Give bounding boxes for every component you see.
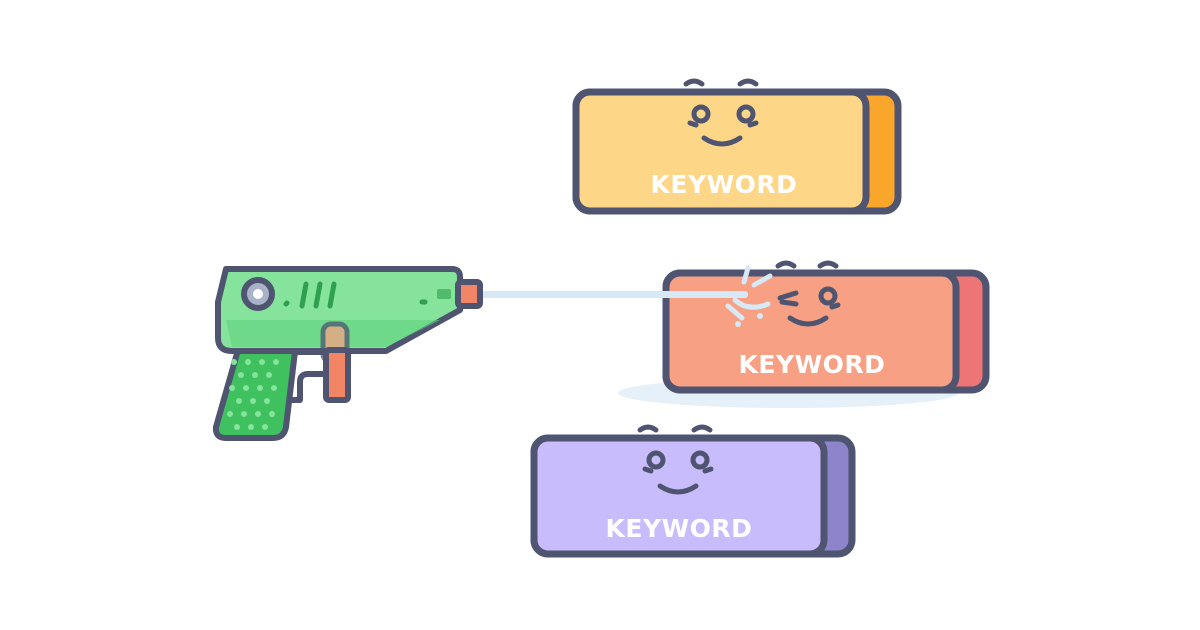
face-icon: [775, 260, 841, 327]
block-face: [530, 434, 828, 558]
keyword-label: KEYWORD: [651, 170, 798, 199]
keyword-block-top: KEYWORD: [572, 78, 902, 215]
pistol-nozzle: [455, 279, 483, 309]
face-icon: [637, 424, 714, 495]
block-face: [572, 88, 870, 215]
pistol-stripes: [283, 281, 428, 309]
keyword-block-bottom: KEYWORD: [530, 424, 856, 558]
water-pistol-icon: [212, 266, 483, 441]
keyword-label: KEYWORD: [739, 350, 886, 379]
water-jet: [478, 291, 748, 298]
water-stream: [478, 265, 773, 327]
pistol-trigger: [323, 347, 351, 403]
grip-dots: [227, 359, 279, 430]
water-splash-icon: [725, 265, 773, 327]
keyword-block-middle: KEYWORD: [662, 260, 990, 394]
face-icon: [683, 78, 759, 147]
keyword-label: KEYWORD: [606, 514, 753, 543]
pistol-grip: [212, 340, 299, 441]
